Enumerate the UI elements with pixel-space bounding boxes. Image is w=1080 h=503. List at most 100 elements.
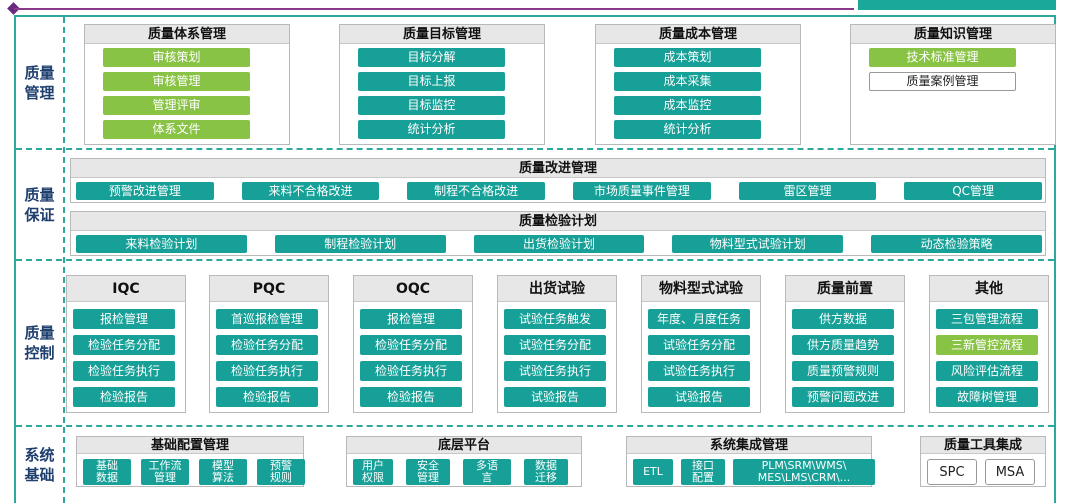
control-item-button[interactable]: 故障树管理 (936, 387, 1038, 407)
diagram-frame (14, 15, 1056, 503)
management-item-button[interactable]: 技术标准管理 (869, 48, 1016, 67)
management-item-button[interactable]: 成本策划 (614, 48, 761, 67)
header-accent-bar (858, 0, 1056, 10)
quality-improvement-item-button[interactable]: 预警改进管理 (76, 182, 214, 200)
control-item-button[interactable]: 检验报告 (360, 387, 462, 407)
control-item-button[interactable]: 报检管理 (73, 309, 175, 329)
control-item-button[interactable]: 年度、月度任务 (648, 309, 750, 329)
management-panel: 质量知识管理技术标准管理质量案例管理 (850, 24, 1056, 145)
control-item-button[interactable]: 试验报告 (504, 387, 606, 407)
control-item-button[interactable]: 质量预警规则 (792, 361, 894, 381)
control-panel-title: 质量前置 (786, 276, 904, 302)
control-item-button[interactable]: 供方数据 (792, 309, 894, 329)
control-item-button[interactable]: 检验任务分配 (360, 335, 462, 355)
system-panel: 系统集成管理 ETL 接口 配置 PLM\SRM\WMS\ MES\LMS\CRM\.… (626, 436, 875, 487)
inspection-plan-item-button[interactable]: 出货检验计划 (473, 235, 645, 253)
system-item-button[interactable]: ETL (633, 459, 673, 485)
system-item-button[interactable]: 用户 权限 (353, 459, 393, 485)
control-panel-title: 出货试验 (498, 276, 616, 302)
management-item-button[interactable]: 目标监控 (358, 96, 505, 115)
control-panel: OQC 报检管理检验任务分配检验任务执行检验报告 (353, 275, 473, 413)
system-item-button[interactable]: 数据 迁移 (524, 459, 568, 485)
management-panel-title: 质量目标管理 (340, 25, 544, 44)
control-panel-title: PQC (210, 276, 328, 302)
divider-control-system (16, 425, 1054, 427)
quality-improvement-item-button[interactable]: 市场质量事件管理 (573, 182, 711, 200)
management-panel: 质量体系管理审核策划审核管理管理评审体系文件 (84, 24, 290, 145)
control-panel-title: 其他 (930, 276, 1048, 302)
system-item-button[interactable]: 基础 数据 (83, 459, 131, 485)
control-item-button[interactable]: 检验任务分配 (216, 335, 318, 355)
control-item-button[interactable]: 检验报告 (73, 387, 175, 407)
control-item-button[interactable]: 三新管控流程 (936, 335, 1038, 355)
system-panel-title: 基础配置管理 (77, 437, 303, 454)
management-item-button[interactable]: 质量案例管理 (869, 72, 1016, 91)
inspection-plan-item-button[interactable]: 动态检验策略 (871, 235, 1042, 253)
control-item-button[interactable]: 检验任务执行 (73, 361, 175, 381)
inspection-plan-item-button[interactable]: 制程检验计划 (274, 235, 446, 253)
control-item-button[interactable]: 试验任务触发 (504, 309, 606, 329)
management-panel: 质量目标管理目标分解目标上报目标监控统计分析 (339, 24, 545, 145)
quality-improvement-item-button[interactable]: 制程不合格改进 (407, 182, 545, 200)
control-panel: 物料型式试验年度、月度任务试验任务分配试验任务执行试验报告 (641, 275, 761, 413)
system-item-button[interactable]: SPC (927, 459, 977, 485)
inspection-plan-title: 质量检验计划 (71, 212, 1045, 231)
control-item-button[interactable]: 检验报告 (216, 387, 318, 407)
control-item-button[interactable]: 试验报告 (648, 387, 750, 407)
management-item-button[interactable]: 成本监控 (614, 96, 761, 115)
management-panel-title: 质量体系管理 (85, 25, 289, 44)
management-item-button[interactable]: 审核管理 (103, 72, 250, 91)
inspection-plan-item-button[interactable]: 物料型式试验计划 (672, 235, 844, 253)
control-item-button[interactable]: 风险评估流程 (936, 361, 1038, 381)
management-item-button[interactable]: 成本采集 (614, 72, 761, 91)
quality-improvement-item-button[interactable]: 来料不合格改进 (241, 182, 380, 200)
system-item-button[interactable]: 安全 管理 (406, 459, 450, 485)
system-panel: 基础配置管理基础 数据工作流 管理模型 算法预警 规则 (76, 436, 305, 487)
system-item-button[interactable]: 模型 算法 (199, 459, 247, 485)
control-item-button[interactable]: 供方质量趋势 (792, 335, 894, 355)
system-item-button[interactable]: 接口 配置 (681, 459, 725, 485)
management-panel-title: 质量成本管理 (596, 25, 800, 44)
management-item-button[interactable]: 统计分析 (358, 120, 505, 139)
system-item-button[interactable]: MSA (985, 459, 1035, 485)
quality-improvement-title: 质量改进管理 (71, 159, 1045, 178)
control-panel: 质量前置供方数据供方质量趋势质量预警规则预警问题改进 (785, 275, 905, 413)
control-item-button[interactable]: 检验任务分配 (73, 335, 175, 355)
quality-improvement-item-button[interactable]: QC管理 (904, 182, 1042, 200)
management-item-button[interactable]: 目标上报 (358, 72, 505, 91)
divider-management-assurance (16, 148, 1054, 150)
control-item-button[interactable]: 首巡报检管理 (216, 309, 318, 329)
management-item-button[interactable]: 体系文件 (103, 120, 250, 139)
inspection-plan-panel: 质量检验计划来料检验计划 制程检验计划 出货检验计划 物料型式试验计划 动态检验策略 (70, 211, 1046, 256)
control-item-button[interactable]: 检验任务执行 (360, 361, 462, 381)
system-item-button[interactable]: 多语 言 (463, 459, 511, 485)
management-item-button[interactable]: 审核策划 (103, 48, 250, 67)
management-item-button[interactable]: 统计分析 (614, 120, 761, 139)
management-panel-title: 质量知识管理 (851, 25, 1055, 44)
system-item-button[interactable]: PLM\SRM\WMS\ MES\LMS\CRM\... (733, 459, 875, 485)
system-panel-title: 系统集成管理 (627, 437, 871, 454)
control-item-button[interactable]: 试验任务分配 (648, 335, 750, 355)
section-label-control: 质量 控制 (24, 324, 55, 362)
control-panel-title: OQC (354, 276, 472, 302)
control-panel: 出货试验试验任务触发试验任务分配试验任务执行试验报告 (497, 275, 617, 413)
control-item-button[interactable]: 报检管理 (360, 309, 462, 329)
system-panel: 底层平台用户 权限安全 管理多语 言数据 迁移 (346, 436, 582, 487)
quality-improvement-item-button[interactable]: 雷区管理 (738, 182, 877, 200)
section-label-management: 质量 管理 (24, 63, 55, 102)
control-item-button[interactable]: 检验任务执行 (216, 361, 318, 381)
system-item-button[interactable]: 工作流 管理 (141, 459, 189, 485)
management-item-button[interactable]: 管理评审 (103, 96, 250, 115)
inspection-plan-item-button[interactable]: 来料检验计划 (76, 235, 247, 253)
system-item-button[interactable]: 预警 规则 (257, 459, 305, 485)
management-item-button[interactable]: 目标分解 (358, 48, 505, 67)
control-item-button[interactable]: 试验任务执行 (504, 361, 606, 381)
control-item-button[interactable]: 试验任务分配 (504, 335, 606, 355)
control-item-button[interactable]: 预警问题改进 (792, 387, 894, 407)
control-item-button[interactable]: 三包管理流程 (936, 309, 1038, 329)
control-item-button[interactable]: 试验任务执行 (648, 361, 750, 381)
section-label-system: 系统 基础 (24, 446, 55, 484)
control-panel: PQC 首巡报检管理检验任务分配检验任务执行检验报告 (209, 275, 329, 413)
